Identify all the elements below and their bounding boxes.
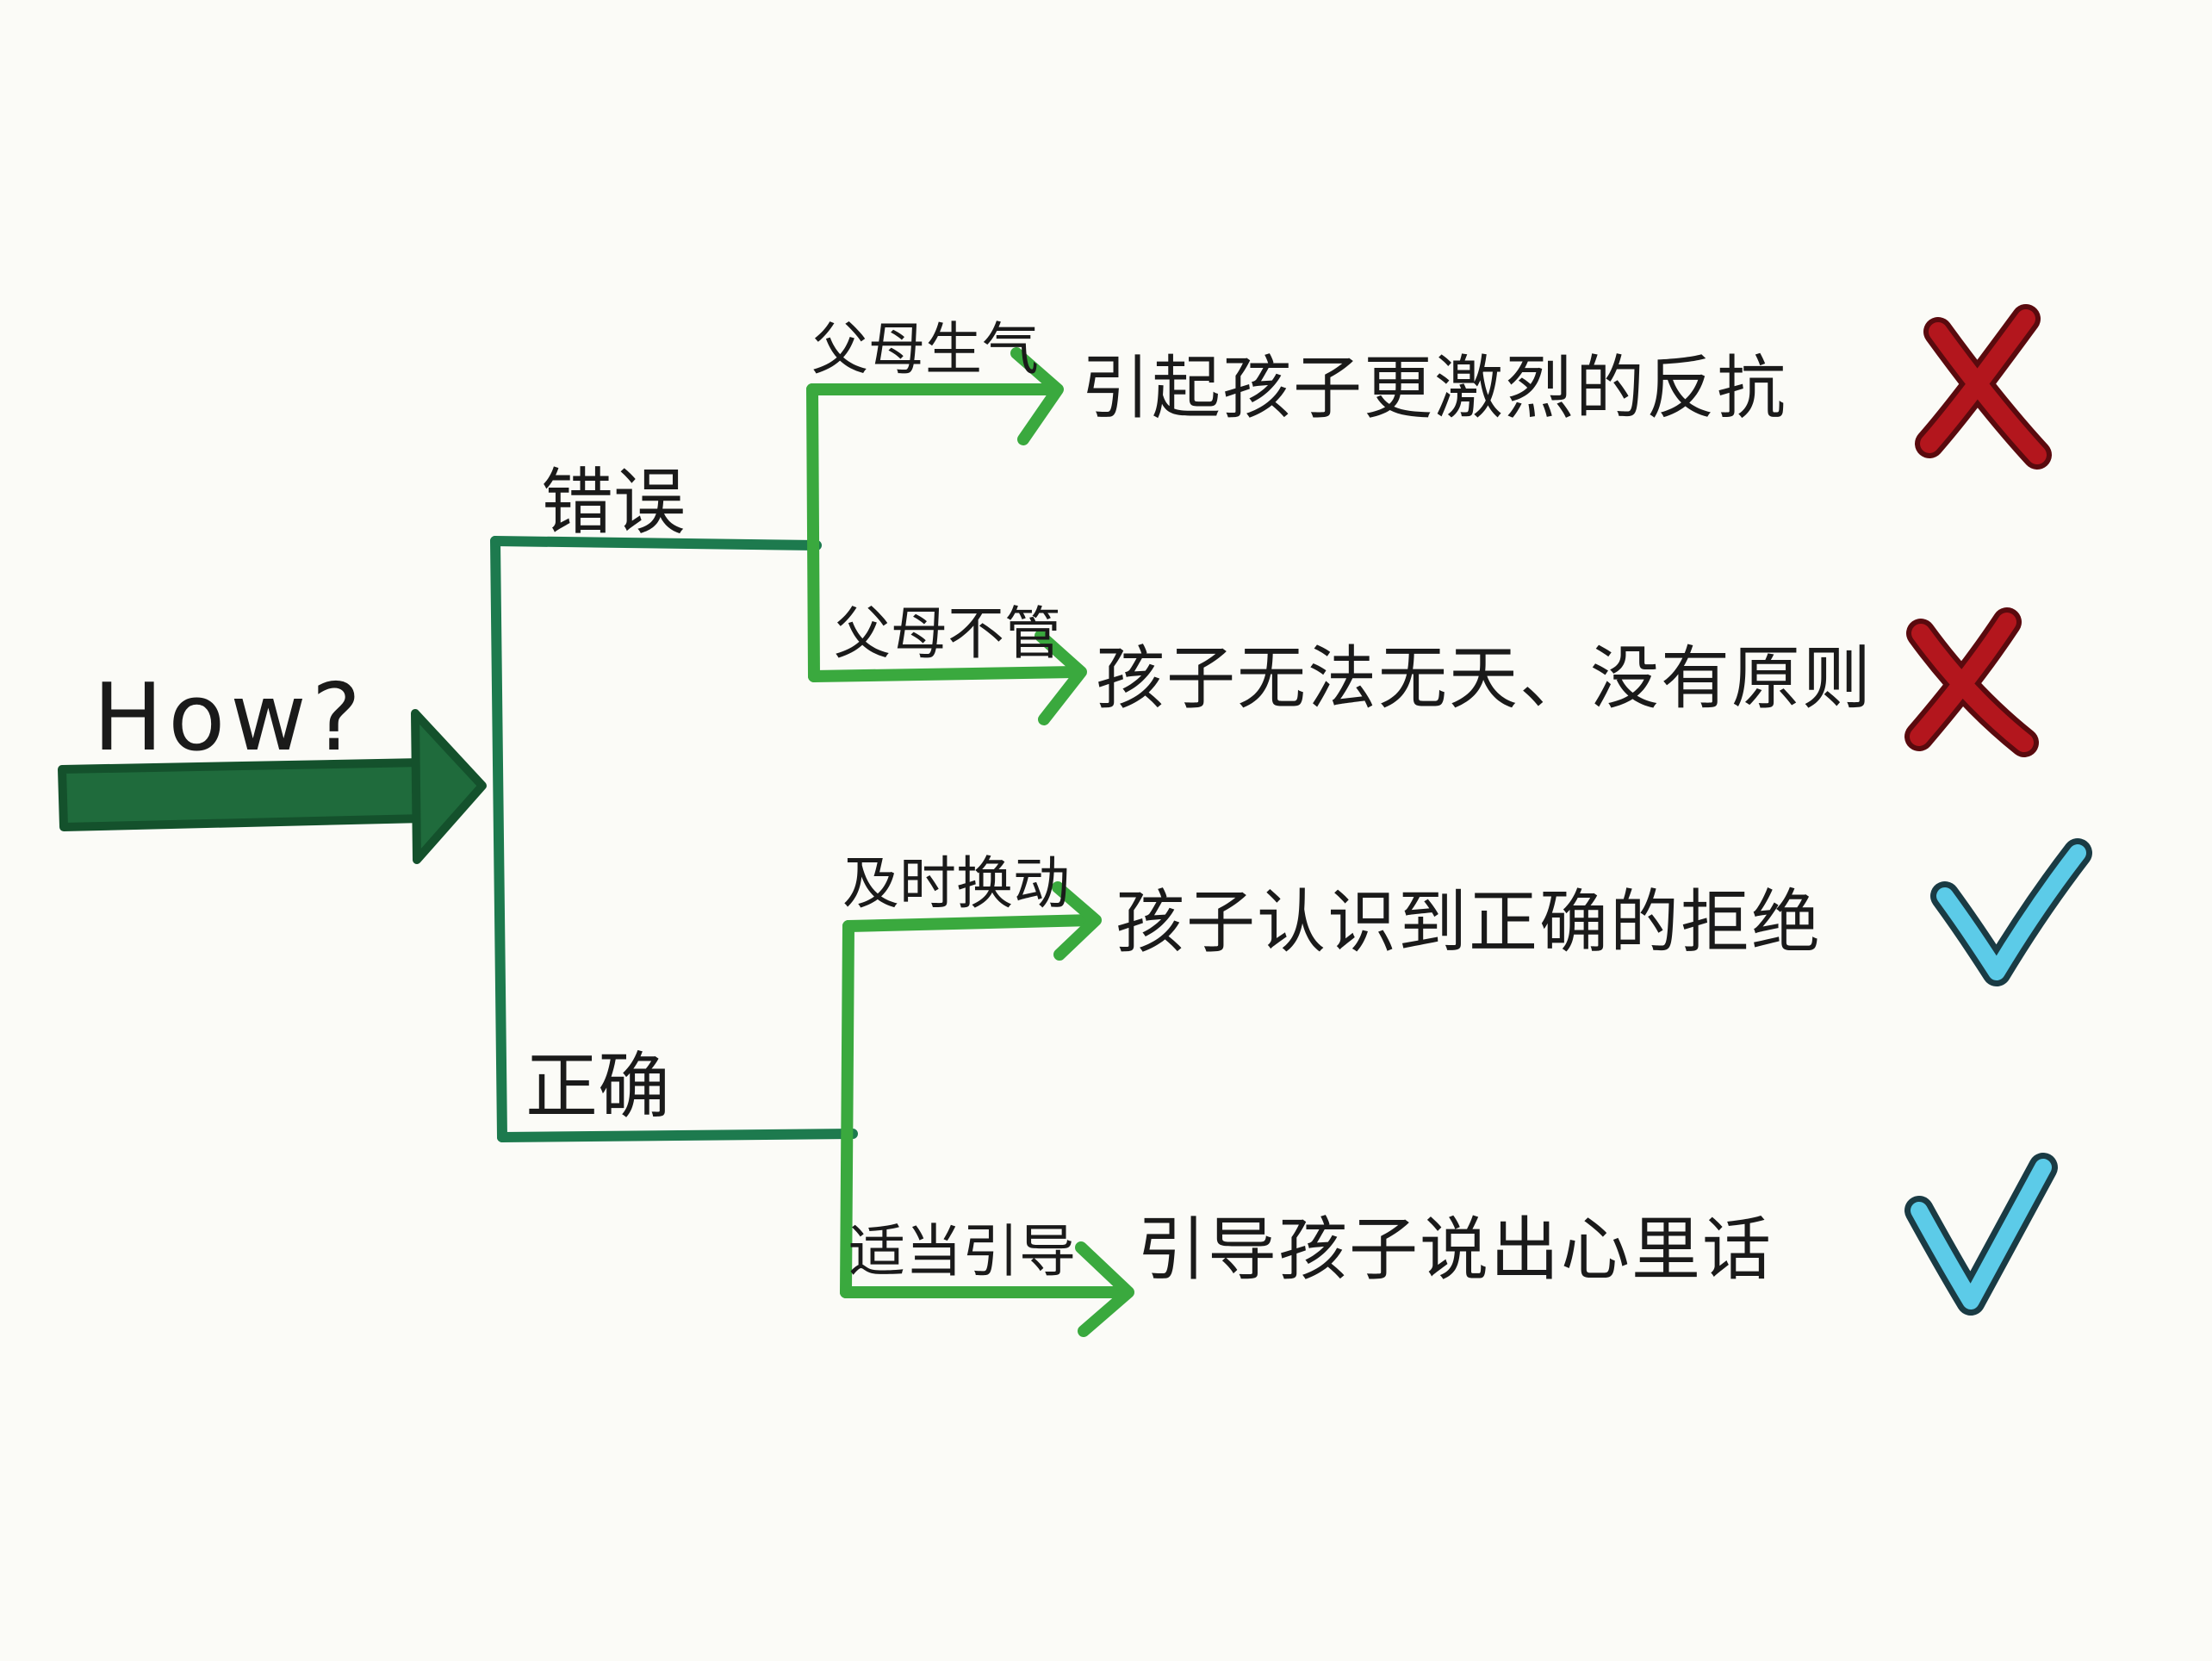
trunk-bottom-line — [497, 1129, 858, 1142]
trunk-connector — [490, 536, 858, 1142]
main-arrow-shaft — [58, 758, 428, 831]
branch-label-wrong: 错误 — [541, 460, 686, 544]
trunk-top-line — [490, 536, 822, 551]
trunk-vertical — [490, 536, 507, 1142]
wrong-branch-vertical — [806, 383, 820, 682]
right-child-1-label: 及时换动 — [842, 850, 1070, 917]
wrong-mark-1 — [1915, 304, 2052, 470]
right-child-1-result: 孩子认识到正确的拒绝 — [1115, 882, 1822, 962]
right-child-2-result: 引导孩子说出心里话 — [1137, 1210, 1773, 1290]
right-child-2-label: 适当引导 — [848, 1218, 1076, 1285]
wrong-child-1-arrowhead — [1010, 347, 1064, 445]
wrong-child-2-arrowhead — [1035, 630, 1087, 725]
wrong-mark-2 — [1904, 607, 2039, 757]
right-child-1-arrowhead — [1052, 881, 1102, 961]
root-label: How? — [93, 664, 366, 772]
right-mark-1 — [1930, 838, 2092, 986]
right-child-2-arrowhead — [1075, 1241, 1134, 1337]
wrong-child-1-label: 父母生气 — [811, 316, 1039, 383]
wrong-child-1-result: 引起孩子更激烈的反抗 — [1081, 348, 1787, 428]
main-arrow-head — [411, 709, 487, 864]
right-branch-lines — [840, 881, 1134, 1337]
wrong-child-2-label: 父母不管 — [834, 600, 1061, 667]
wrong-child-2-line — [808, 666, 1081, 682]
wrong-child-2-result: 孩子无法无天、没有原则 — [1096, 638, 1873, 719]
right-child-1-line — [842, 914, 1098, 932]
right-mark-2 — [1904, 1153, 2058, 1316]
branch-label-right: 正确 — [525, 1044, 670, 1129]
wrong-branch-lines — [806, 347, 1087, 725]
right-branch-vertical — [840, 920, 854, 1298]
main-arrow — [58, 709, 487, 864]
